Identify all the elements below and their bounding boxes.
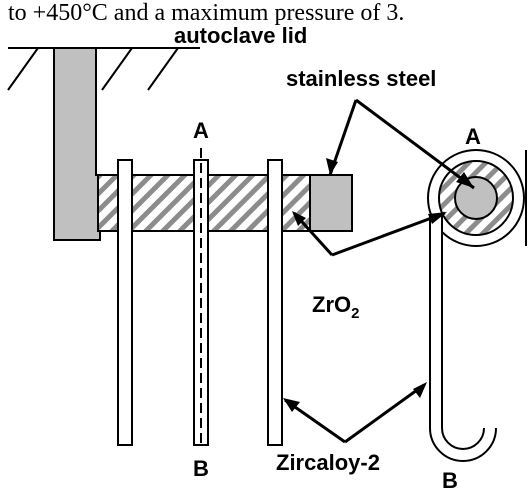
header-text: to +450°C and a maximum pressure of 3. — [8, 0, 404, 26]
cross-section-steel-core — [454, 176, 498, 220]
zro2-label-subscript: 2 — [351, 305, 359, 322]
zircaloy-rod-right — [267, 159, 283, 446]
arrowhead-steel-core — [456, 172, 474, 188]
zro2-label-base: ZrO — [312, 292, 351, 317]
zircaloy-hook — [429, 214, 497, 462]
arrowhead-zro2-block — [292, 211, 306, 226]
section-a-label-left: A — [193, 118, 209, 143]
arrowhead-zircaloy-hook — [413, 382, 427, 398]
zircaloy-hook-inner — [431, 214, 495, 460]
section-a-label-right: A — [465, 124, 481, 149]
stainless-steel-label: stainless steel — [286, 66, 436, 91]
zircaloy-label: Zircaloy-2 — [276, 450, 380, 475]
arrowhead-zro2-ring — [428, 212, 447, 224]
stainless-steel-block — [309, 174, 353, 232]
section-b-label-right: B — [442, 468, 458, 488]
section-b-label-left: B — [193, 456, 209, 481]
stainless-steel-hanger — [53, 47, 101, 241]
zro2-label: ZrO2 — [312, 292, 359, 322]
zircaloy-rod-left — [117, 159, 133, 446]
autoclave-lid-label: autoclave lid — [174, 23, 307, 48]
arrowhead-zircaloy-rod — [283, 398, 300, 412]
autoclave-lid-hatch — [7, 47, 200, 91]
arrowhead-steel-block — [326, 158, 338, 175]
zircaloy-pointers — [284, 383, 425, 444]
